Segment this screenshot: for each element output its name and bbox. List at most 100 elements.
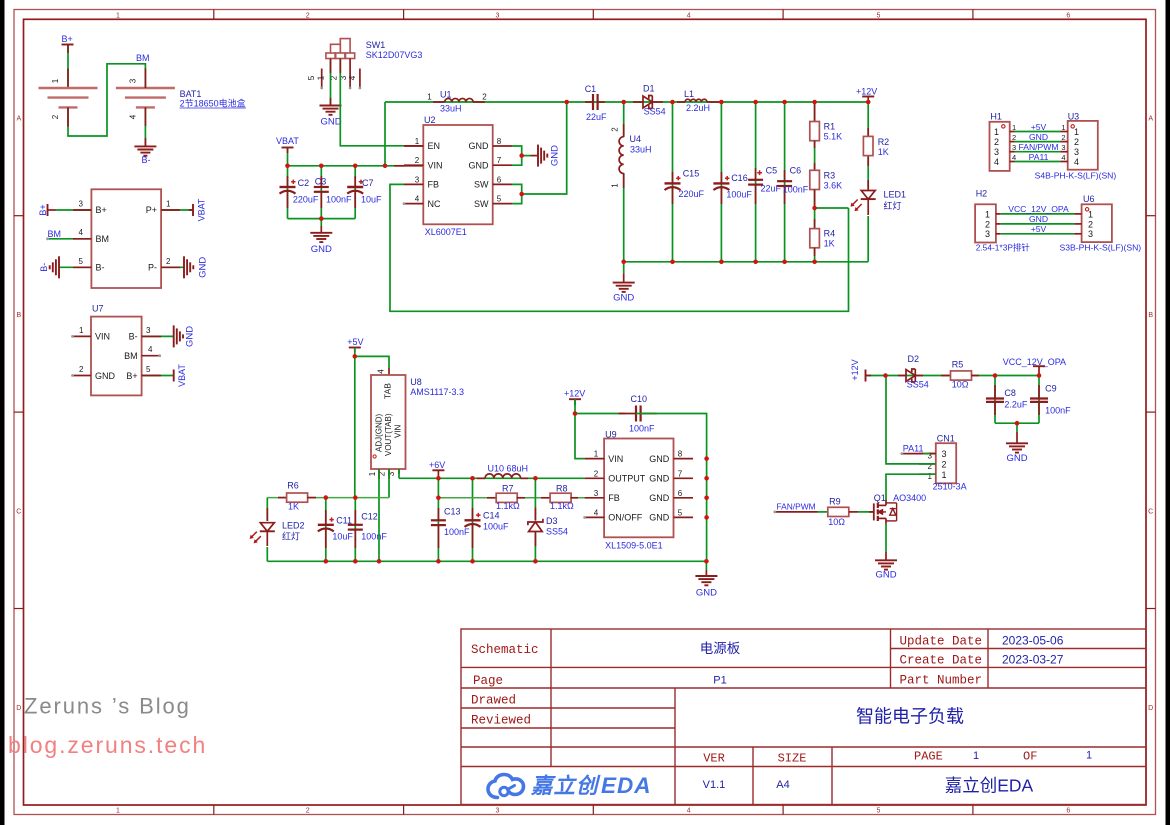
svg-text:VOUT(TAB): VOUT(TAB)	[384, 413, 393, 456]
svg-text:2: 2	[482, 93, 487, 102]
svg-text:Page: Page	[473, 674, 503, 688]
svg-text:blog.zeruns.tech: blog.zeruns.tech	[8, 732, 207, 758]
svg-text:U4: U4	[630, 134, 642, 144]
svg-text:100nF: 100nF	[1045, 406, 1071, 416]
svg-text:C: C	[1148, 508, 1153, 515]
svg-text:10uF: 10uF	[332, 532, 353, 542]
svg-text:2: 2	[1088, 219, 1093, 229]
svg-text:4: 4	[415, 195, 420, 204]
svg-text:C: C	[16, 508, 21, 515]
svg-text:100nF: 100nF	[361, 532, 387, 542]
svg-text:22uF: 22uF	[586, 112, 607, 122]
svg-text:FB: FB	[608, 493, 620, 503]
svg-text:GND: GND	[185, 326, 196, 347]
svg-text:红灯: 红灯	[282, 531, 300, 542]
svg-text:FB: FB	[428, 180, 440, 190]
svg-text:C13: C13	[444, 507, 461, 517]
svg-text:R2: R2	[878, 137, 890, 147]
svg-text:+12V: +12V	[850, 359, 860, 380]
svg-text:VBAT: VBAT	[276, 136, 299, 146]
svg-text:GND: GND	[1029, 214, 1048, 224]
svg-text:8: 8	[497, 137, 502, 146]
svg-text:B+: B+	[96, 205, 107, 215]
svg-text:U6: U6	[1083, 194, 1095, 204]
svg-text:ADJ(GND): ADJ(GND)	[375, 413, 384, 452]
svg-text:XL6007E1: XL6007E1	[425, 227, 467, 237]
svg-text:SW1: SW1	[366, 40, 386, 50]
svg-text:1: 1	[415, 137, 420, 146]
svg-text:EDA: EDA	[601, 773, 652, 798]
svg-text:2: 2	[994, 137, 999, 147]
svg-text:R8: R8	[556, 483, 568, 493]
svg-text:+12V: +12V	[564, 389, 585, 399]
svg-text:R5: R5	[952, 360, 964, 370]
svg-text:1: 1	[941, 470, 946, 480]
svg-text:1: 1	[116, 12, 120, 19]
svg-text:PAGE: PAGE	[914, 749, 943, 763]
svg-text:2: 2	[166, 257, 171, 266]
svg-text:2023-03-27: 2023-03-27	[1002, 653, 1064, 667]
svg-text:XL1509-5.0E1: XL1509-5.0E1	[605, 541, 663, 551]
svg-text:U2: U2	[424, 115, 436, 125]
svg-text:4: 4	[377, 369, 386, 374]
svg-text:5: 5	[678, 508, 683, 517]
svg-text:AMS1117-3.3: AMS1117-3.3	[410, 387, 464, 397]
svg-text:2.2uH: 2.2uH	[686, 103, 710, 113]
svg-text:A4: A4	[776, 779, 789, 791]
svg-text:2510-3A: 2510-3A	[933, 482, 967, 492]
svg-text:+5V: +5V	[1031, 122, 1047, 132]
svg-text:C1: C1	[585, 84, 597, 94]
svg-text:P-: P-	[148, 263, 157, 273]
svg-text:Q1: Q1	[874, 493, 886, 503]
svg-text:U3: U3	[1068, 112, 1080, 122]
svg-text:3: 3	[928, 452, 933, 461]
svg-text:1: 1	[1061, 123, 1065, 132]
svg-text:2: 2	[306, 12, 310, 19]
svg-text:GND: GND	[696, 588, 717, 599]
svg-text:SK12D07VG3: SK12D07VG3	[366, 50, 423, 60]
svg-text:100nF: 100nF	[444, 527, 470, 537]
svg-text:VIN: VIN	[428, 160, 443, 170]
svg-text:VIN: VIN	[95, 332, 110, 342]
svg-text:1: 1	[611, 183, 620, 188]
svg-text:D3: D3	[546, 516, 558, 526]
svg-text:5: 5	[877, 808, 881, 815]
svg-text:TAB: TAB	[383, 383, 393, 399]
svg-text:2: 2	[985, 219, 990, 229]
svg-text:Schematic: Schematic	[471, 643, 539, 657]
svg-text:1: 1	[1012, 123, 1016, 132]
svg-text:4: 4	[348, 75, 357, 80]
svg-text:GND: GND	[469, 160, 490, 170]
svg-text:10Ω: 10Ω	[952, 379, 969, 389]
svg-text:1K: 1K	[288, 502, 299, 512]
svg-text:2: 2	[415, 156, 420, 165]
svg-text:B-: B-	[39, 263, 49, 272]
svg-text:2.2uF: 2.2uF	[1004, 400, 1028, 410]
svg-text:D1: D1	[643, 84, 655, 94]
svg-text:VBAT: VBAT	[177, 364, 187, 387]
svg-text:ON/OFF: ON/OFF	[608, 513, 642, 523]
svg-text:2: 2	[378, 471, 387, 476]
svg-text:4: 4	[79, 228, 84, 237]
svg-text:1: 1	[1088, 209, 1093, 219]
svg-text:SW: SW	[474, 180, 489, 190]
svg-text:Create Date: Create Date	[900, 654, 983, 668]
svg-text:NC: NC	[428, 199, 441, 209]
svg-text:4: 4	[687, 808, 691, 815]
svg-text:5.1K: 5.1K	[824, 132, 843, 142]
svg-text:GND: GND	[1006, 453, 1027, 464]
svg-text:R7: R7	[502, 483, 514, 493]
svg-text:100nF: 100nF	[783, 184, 809, 194]
svg-text:GND: GND	[875, 570, 896, 581]
svg-text:VIN: VIN	[394, 424, 403, 438]
svg-text:C6: C6	[790, 166, 802, 176]
svg-text:3: 3	[128, 78, 137, 83]
svg-text:GND: GND	[198, 257, 209, 278]
svg-text:H1: H1	[990, 112, 1002, 122]
svg-text:D: D	[1148, 705, 1153, 712]
svg-text:6: 6	[678, 489, 683, 498]
svg-text:3.6K: 3.6K	[824, 180, 843, 190]
svg-text:FAN/PWM: FAN/PWM	[777, 502, 816, 512]
svg-text:10uF: 10uF	[361, 194, 382, 204]
svg-text:Drawed: Drawed	[471, 694, 516, 708]
